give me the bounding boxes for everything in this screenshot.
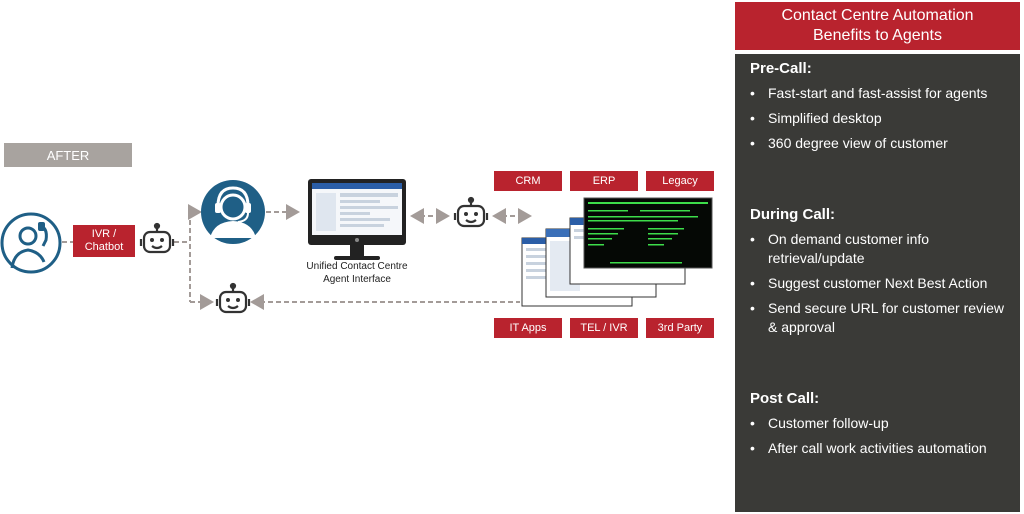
system-3rd-party-box: 3rd Party — [646, 318, 714, 338]
list-item: Customer follow-up — [750, 414, 1010, 433]
list-item: On demand customer info retrieval/update — [750, 230, 1010, 268]
system-legacy-box: Legacy — [646, 171, 714, 191]
agent-interface-caption: Unified Contact Centre Agent Interface — [290, 260, 424, 286]
system-crm-box: CRM — [494, 171, 562, 191]
list-item: 360 degree view of customer — [750, 134, 1010, 153]
monitor-icon — [308, 179, 406, 260]
list-item: Simplified desktop — [750, 109, 1010, 128]
ivr-chatbot-box: IVR / Chatbot — [73, 225, 135, 257]
robot-icon-bottom — [215, 282, 251, 314]
customer-phone-icon — [0, 212, 62, 274]
agent-interface-line1: Unified Contact Centre — [306, 261, 408, 272]
section-heading-during-call: During Call: — [750, 206, 835, 223]
list-item: Suggest customer Next Best Action — [750, 274, 1010, 293]
agent-interface-line2: Agent Interface — [323, 274, 391, 285]
list-item: After call work activities automation — [750, 439, 1010, 458]
system-tel-ivr-box: TEL / IVR — [570, 318, 638, 338]
during-call-list: On demand customer info retrieval/update… — [750, 230, 1010, 343]
panel-title-line1: Contact Centre Automation — [781, 7, 974, 24]
robot-icon-top — [453, 196, 489, 228]
flow-diagram — [0, 179, 713, 314]
systems-screens-icon — [521, 197, 713, 307]
agent-headset-icon — [201, 180, 265, 244]
ivr-label-line2: Chatbot — [84, 241, 124, 253]
post-call-list: Customer follow-up After call work activ… — [750, 414, 1010, 464]
after-label: AFTER — [4, 143, 132, 167]
ivr-label-line1: IVR / — [91, 228, 117, 240]
section-heading-post-call: Post Call: — [750, 390, 820, 407]
system-it-apps-box: IT Apps — [494, 318, 562, 338]
pre-call-list: Fast-start and fast-assist for agents Si… — [750, 84, 1010, 159]
section-heading-pre-call: Pre-Call: — [750, 60, 812, 77]
benefits-panel: Pre-Call: Fast-start and fast-assist for… — [735, 54, 1020, 512]
panel-title: Contact Centre Automation Benefits to Ag… — [735, 2, 1020, 50]
list-item: Fast-start and fast-assist for agents — [750, 84, 1010, 103]
robot-icon-ivr — [139, 222, 175, 254]
system-erp-box: ERP — [570, 171, 638, 191]
panel-title-line2: Benefits to Agents — [813, 27, 942, 44]
list-item: Send secure URL for customer review & ap… — [750, 299, 1010, 337]
